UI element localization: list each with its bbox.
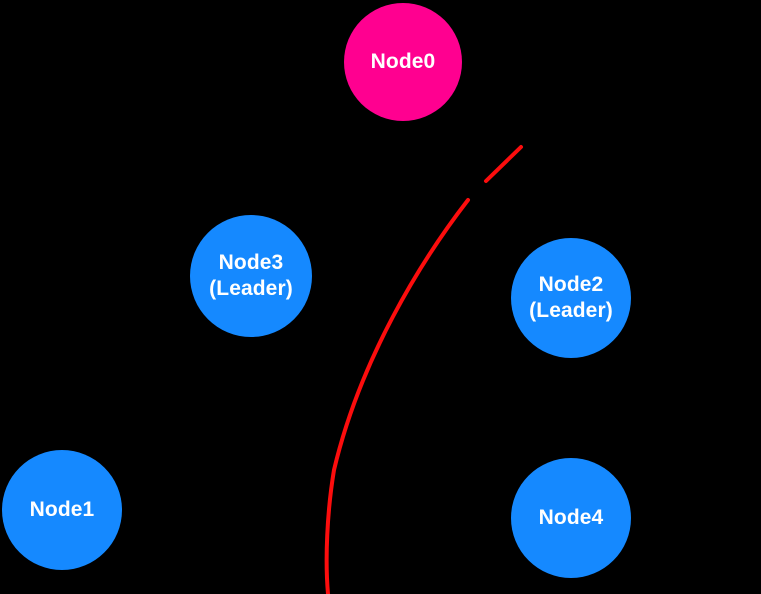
node-node3[interactable]: Node3 (Leader) [190, 215, 312, 337]
node-node1[interactable]: Node1 [2, 450, 122, 570]
node-node4[interactable]: Node4 [511, 458, 631, 578]
node-label-line: Node4 [538, 506, 604, 530]
node-label-line: Node0 [370, 50, 436, 74]
node-node2[interactable]: Node2 (Leader) [511, 238, 631, 358]
node-label-line: Node3 [218, 251, 284, 275]
node-node0[interactable]: Node0 [344, 3, 462, 121]
node-label-line: Node1 [29, 498, 95, 522]
node-role-line: (Leader) [209, 277, 293, 300]
partition-line-upper-stub [484, 145, 523, 183]
node-label-line: Node2 [538, 273, 604, 297]
node-role-line: (Leader) [529, 299, 613, 322]
partition-line-main-curve [324, 198, 470, 594]
